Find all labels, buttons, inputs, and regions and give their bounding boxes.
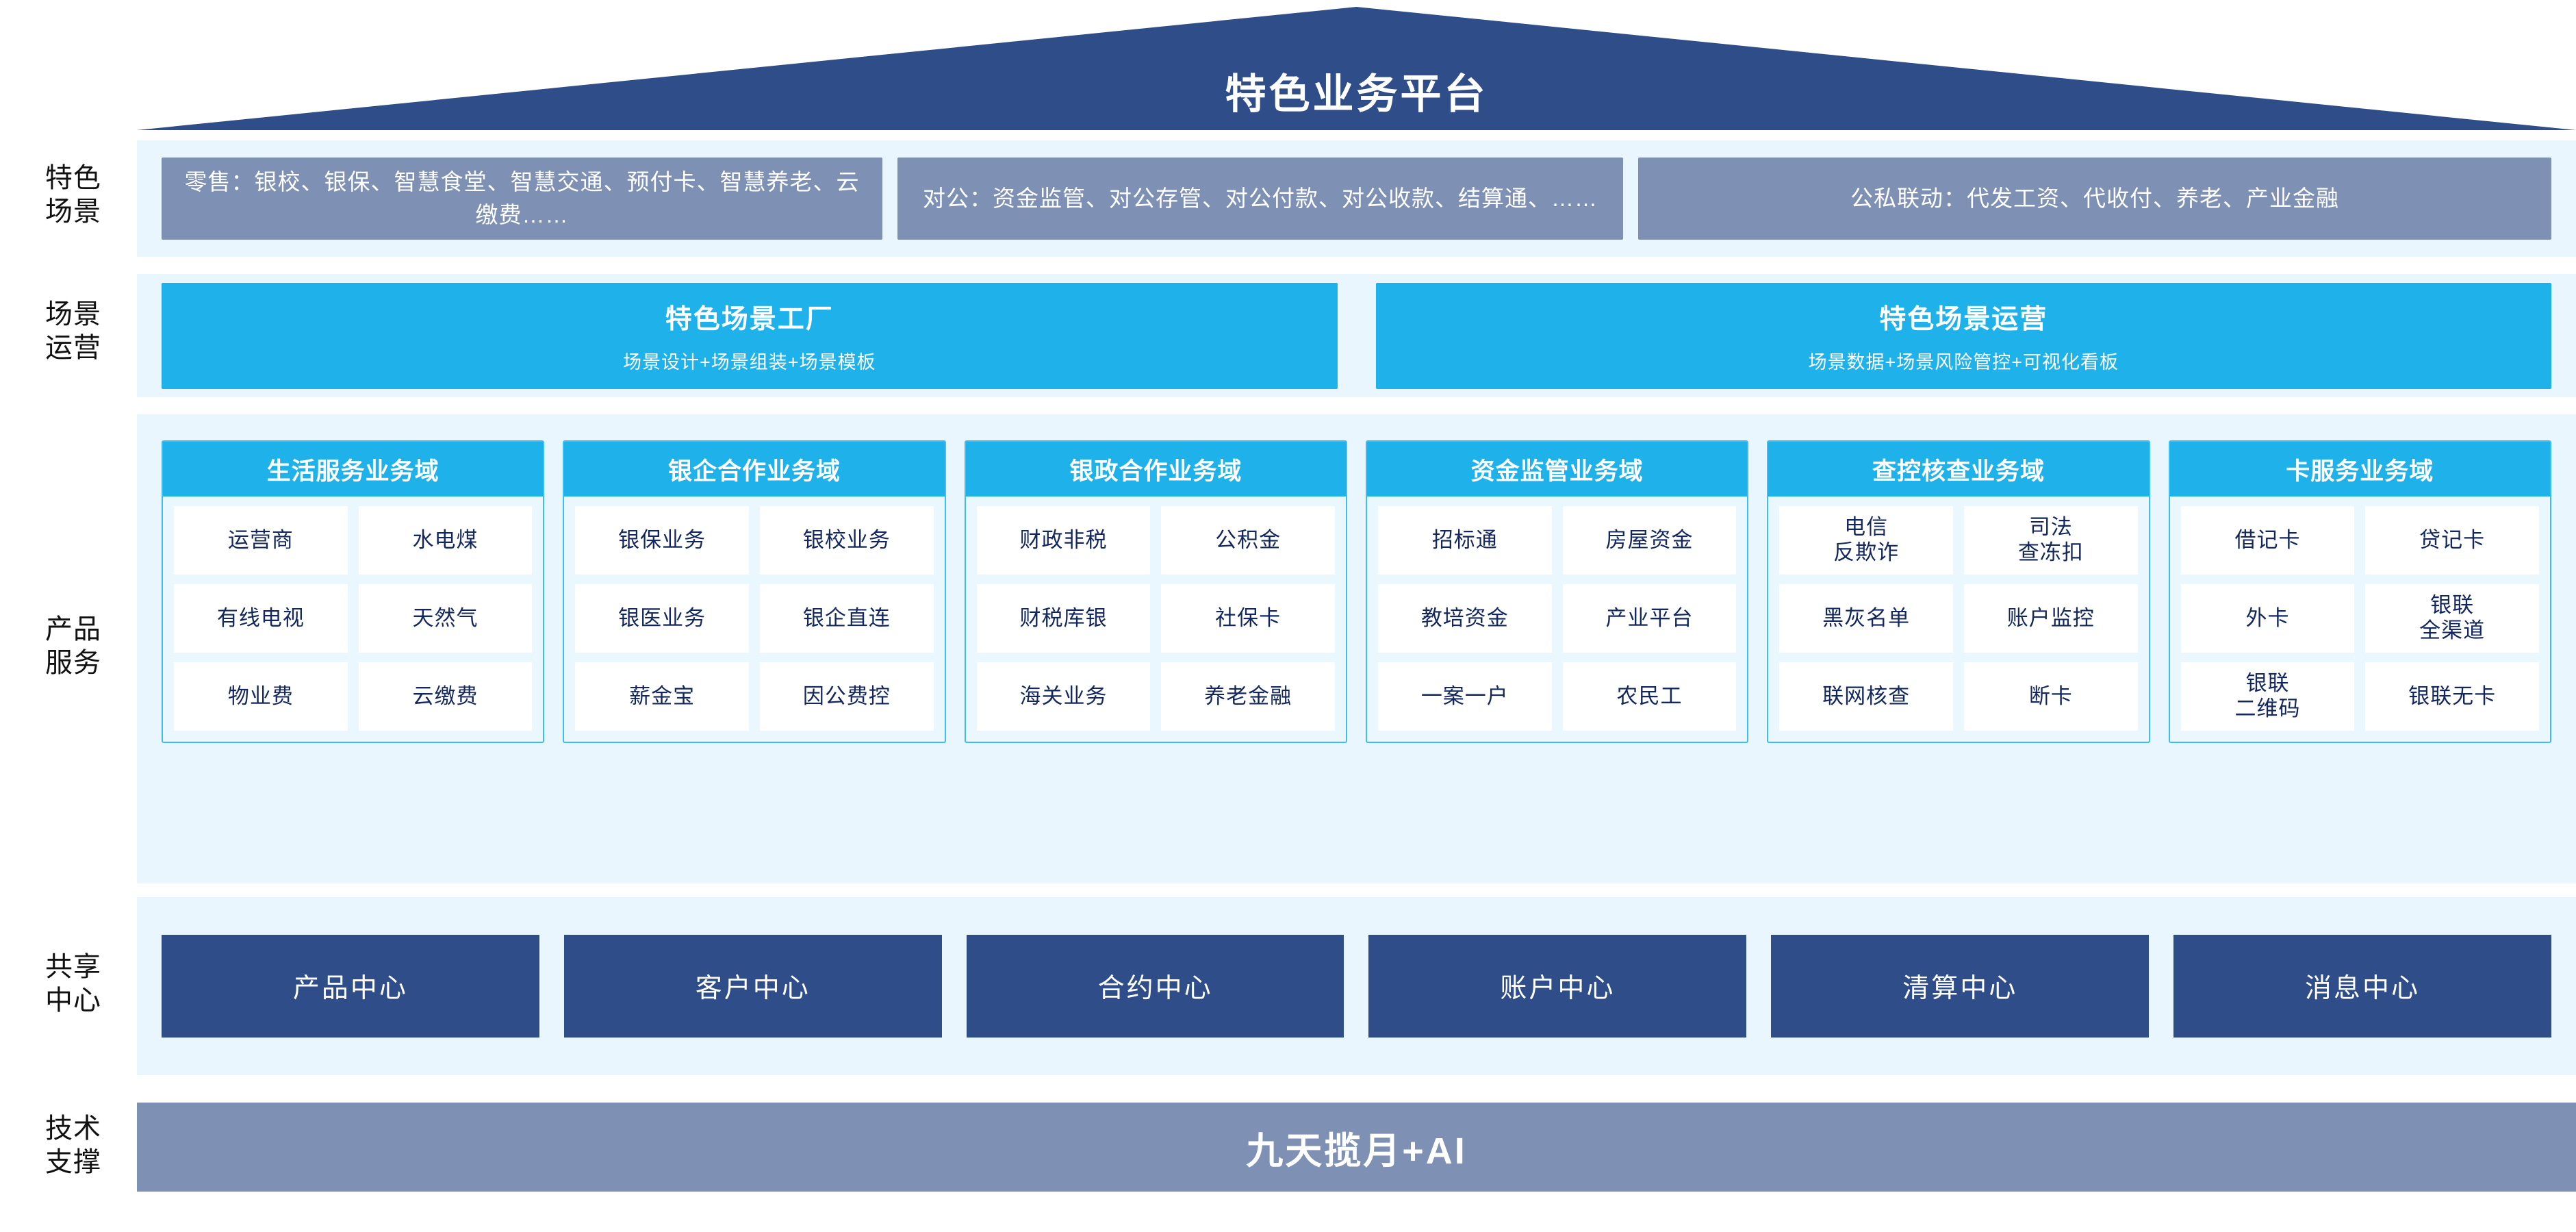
product-row: 银联 二维码 银联无卡 [2180,662,2539,731]
product-domain-life-service[interactable]: 生活服务业务域 运营商 水电煤 有线电视 天然气 物业费 云缴费 [162,440,545,743]
shared-center-account[interactable]: 账户中心 [1368,935,1747,1038]
product-domain-cells: 运营商 水电煤 有线电视 天然气 物业费 云缴费 [163,496,543,742]
product-row: 物业费 云缴费 [174,662,533,731]
product-domain-investigation[interactable]: 查控核查业务域 电信 反欺诈 司法 查冻扣 黑灰名单 账户监控 联网核查 断卡 [1767,440,2150,743]
product-cell[interactable]: 银校业务 [760,506,934,575]
product-domain-title: 生活服务业务域 [163,442,544,496]
product-cell[interactable]: 运营商 [174,506,348,575]
product-service-band: 生活服务业务域 运营商 水电煤 有线电视 天然气 物业费 云缴费 银企合作业务域… [137,414,2576,883]
product-domain-cells: 银保业务 银校业务 银医业务 银企直连 薪金宝 因公费控 [564,496,944,742]
scenario-card-retail[interactable]: 零售：银校、银保、智慧食堂、智慧交通、预付卡、智慧养老、云缴费…… [162,158,882,240]
tech-support-bar: 九天揽月+AI [137,1103,2576,1192]
operations-card-subtitle: 场景数据+场景风险管控+可视化看板 [1808,351,2119,373]
product-cell[interactable]: 银联无卡 [2365,662,2539,731]
row-label-scenarios: 特色 场景 [45,163,101,227]
scenario-card-public-private[interactable]: 公私联动：代发工资、代收付、养老、产业金融 [1638,158,2551,240]
operations-band: 特色场景工厂 场景设计+场景组装+场景模板 特色场景运营 场景数据+场景风险管控… [137,274,2576,397]
product-cell[interactable]: 教培资金 [1377,584,1552,653]
product-cell[interactable]: 黑灰名单 [1779,584,1953,653]
product-domain-bank-government[interactable]: 银政合作业务域 财政非税 公积金 财税库银 社保卡 海关业务 养老金融 [964,440,1347,743]
product-row: 有线电视 天然气 [174,584,533,653]
product-row: 财税库银 社保卡 [976,584,1335,653]
shared-center-contract[interactable]: 合约中心 [966,935,1344,1038]
product-row: 教培资金 产业平台 [1377,584,1737,653]
product-row: 财政非税 公积金 [976,506,1335,575]
product-cell[interactable]: 物业费 [174,662,348,731]
product-row: 薪金宝 因公费控 [575,662,934,731]
shared-centers-band: 产品中心 客户中心 合约中心 账户中心 清算中心 消息中心 [137,897,2576,1075]
product-cell[interactable]: 养老金融 [1161,662,1335,731]
product-cell[interactable]: 财政非税 [976,506,1151,575]
product-cell[interactable]: 电信 反欺诈 [1779,506,1953,575]
product-cell[interactable]: 天然气 [358,584,533,653]
shared-center-customer[interactable]: 客户中心 [563,935,942,1038]
product-row: 银保业务 银校业务 [575,506,934,575]
product-cell[interactable]: 招标通 [1377,506,1552,575]
product-cell[interactable]: 贷记卡 [2365,506,2539,575]
row-label-products: 产品 服务 [45,614,101,678]
product-domain-cells: 招标通 房屋资金 教培资金 产业平台 一案一户 农民工 [1367,496,1747,742]
product-cell[interactable]: 银联 二维码 [2180,662,2355,731]
product-row: 银医业务 银企直连 [575,584,934,653]
product-row: 借记卡 贷记卡 [2180,506,2539,575]
operations-card-scene-operation[interactable]: 特色场景运营 场景数据+场景风险管控+可视化看板 [1375,282,2551,389]
row-label-centers: 共享 中心 [45,952,101,1016]
product-cell[interactable]: 银医业务 [575,584,749,653]
product-row: 黑灰名单 账户监控 [1779,584,2138,653]
product-cell[interactable]: 断卡 [1963,662,2138,731]
product-domain-fund-supervision[interactable]: 资金监管业务域 招标通 房屋资金 教培资金 产业平台 一案一户 农民工 [1365,440,1749,743]
product-cell[interactable]: 银保业务 [575,506,749,575]
product-cell[interactable]: 司法 查冻扣 [1963,506,2138,575]
product-cell[interactable]: 账户监控 [1963,584,2138,653]
product-domain-title: 资金监管业务域 [1366,442,1748,496]
scenarios-band: 零售：银校、银保、智慧食堂、智慧交通、预付卡、智慧养老、云缴费…… 对公：资金监… [137,140,2576,257]
product-cell[interactable]: 农民工 [1562,662,1737,731]
shared-center-message[interactable]: 消息中心 [2173,935,2551,1038]
product-cell[interactable]: 海关业务 [976,662,1151,731]
product-cell[interactable]: 财税库银 [976,584,1151,653]
operations-card-title: 特色场景工厂 [665,304,834,334]
product-domain-title: 银企合作业务域 [564,442,945,496]
product-cell[interactable]: 房屋资金 [1562,506,1737,575]
product-domain-bank-enterprise[interactable]: 银企合作业务域 银保业务 银校业务 银医业务 银企直连 薪金宝 因公费控 [563,440,946,743]
product-cell[interactable]: 借记卡 [2180,506,2355,575]
shared-center-clearing[interactable]: 清算中心 [1771,935,2150,1038]
product-row: 海关业务 养老金融 [976,662,1335,731]
product-cell[interactable]: 产业平台 [1562,584,1737,653]
operations-card-subtitle: 场景设计+场景组装+场景模板 [622,351,876,373]
product-row: 外卡 银联 全渠道 [2180,584,2539,653]
product-cell[interactable]: 银联 全渠道 [2365,584,2539,653]
product-cell[interactable]: 云缴费 [358,662,533,731]
product-cell[interactable]: 银企直连 [760,584,934,653]
product-cell[interactable]: 一案一户 [1377,662,1552,731]
product-row: 联网核查 断卡 [1779,662,2138,731]
product-domain-card-service[interactable]: 卡服务业务域 借记卡 贷记卡 外卡 银联 全渠道 银联 二维码 银联无卡 [2168,440,2551,743]
operations-card-scene-factory[interactable]: 特色场景工厂 场景设计+场景组装+场景模板 [162,282,1338,389]
product-domain-title: 卡服务业务域 [2169,442,2550,496]
product-row: 运营商 水电煤 [174,506,533,575]
product-row: 一案一户 农民工 [1377,662,1737,731]
product-domain-cells: 财政非税 公积金 财税库银 社保卡 海关业务 养老金融 [966,496,1346,742]
product-cell[interactable]: 公积金 [1161,506,1335,575]
product-row: 招标通 房屋资金 [1377,506,1737,575]
product-domain-cells: 电信 反欺诈 司法 查冻扣 黑灰名单 账户监控 联网核查 断卡 [1768,496,2148,742]
scenario-card-corporate[interactable]: 对公：资金监管、对公存管、对公付款、对公收款、结算通、…… [897,158,1623,240]
operations-card-title: 特色场景运营 [1879,304,2048,334]
product-cell[interactable]: 外卡 [2180,584,2355,653]
shared-center-product[interactable]: 产品中心 [162,935,539,1038]
roof-shape-icon [137,7,2576,130]
product-cell[interactable]: 因公费控 [760,662,934,731]
product-cell[interactable]: 水电煤 [358,506,533,575]
product-cell[interactable]: 联网核查 [1779,662,1953,731]
row-label-operations: 场景 运营 [45,299,101,363]
product-row: 电信 反欺诈 司法 查冻扣 [1779,506,2138,575]
product-cell[interactable]: 薪金宝 [575,662,749,731]
row-label-tech: 技术 支撑 [45,1114,101,1177]
product-domain-title: 银政合作业务域 [965,442,1346,496]
platform-title-banner: 特色业务平台 [137,7,2576,130]
product-cell[interactable]: 有线电视 [174,584,348,653]
product-cell[interactable]: 社保卡 [1161,584,1335,653]
product-domain-title: 查控核查业务域 [1768,442,2149,496]
product-domain-cells: 借记卡 贷记卡 外卡 银联 全渠道 银联 二维码 银联无卡 [2170,496,2550,742]
